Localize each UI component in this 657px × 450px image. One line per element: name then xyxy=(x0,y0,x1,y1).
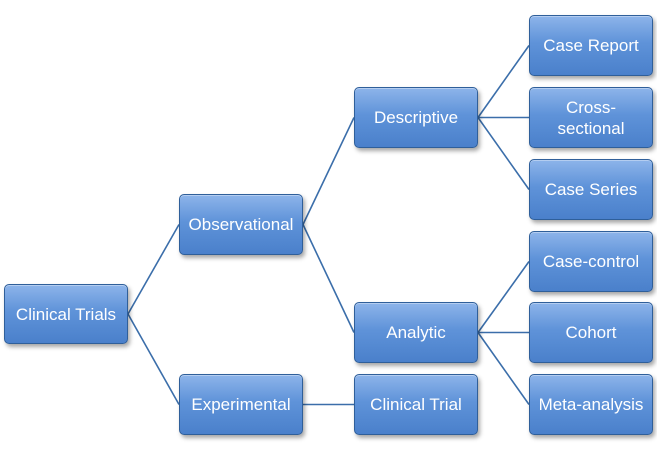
node-observational: Observational xyxy=(179,194,303,255)
node-label: Cohort xyxy=(565,323,617,342)
node-descriptive: Descriptive xyxy=(354,87,478,148)
node-case-control: Case-control xyxy=(529,231,653,292)
node-label: Case-control xyxy=(542,252,640,271)
node-meta-analysis: Meta-analysis xyxy=(529,374,653,435)
node-experimental: Experimental xyxy=(179,374,303,435)
node-label: Case Report xyxy=(543,36,639,55)
node-case-series: Case Series xyxy=(529,159,653,220)
connector-observational-to-descriptive xyxy=(302,117,355,225)
node-case-report: Case Report xyxy=(529,15,653,76)
node-label: Clinical Trials xyxy=(15,304,117,324)
node-label: Clinical Trial xyxy=(370,395,462,414)
connector-clinical_trials-to-observational xyxy=(127,224,180,315)
node-label: Observational xyxy=(188,215,294,234)
connector-analytic-to-case_control xyxy=(477,261,530,333)
node-cohort: Cohort xyxy=(529,302,653,363)
connector-observational-to-analytic xyxy=(302,224,355,333)
node-cross-sectional: Cross-sectional xyxy=(529,87,653,148)
node-label: Case Series xyxy=(544,180,638,199)
connector-descriptive-to-case_report xyxy=(477,45,530,118)
node-label: Meta-analysis xyxy=(538,395,644,414)
node-label: Descriptive xyxy=(373,108,459,127)
connector-analytic-to-meta_analysis xyxy=(477,332,530,405)
node-label: Experimental xyxy=(191,395,291,414)
node-clinical-trials: Clinical Trials xyxy=(4,284,128,344)
node-clinical-trial: Clinical Trial xyxy=(354,374,478,435)
node-label: Cross-sectional xyxy=(557,97,625,138)
connector-clinical_trials-to-experimental xyxy=(127,313,180,405)
connector-descriptive-to-case_series xyxy=(477,117,530,190)
node-analytic: Analytic xyxy=(354,302,478,363)
node-label: Analytic xyxy=(386,323,446,342)
